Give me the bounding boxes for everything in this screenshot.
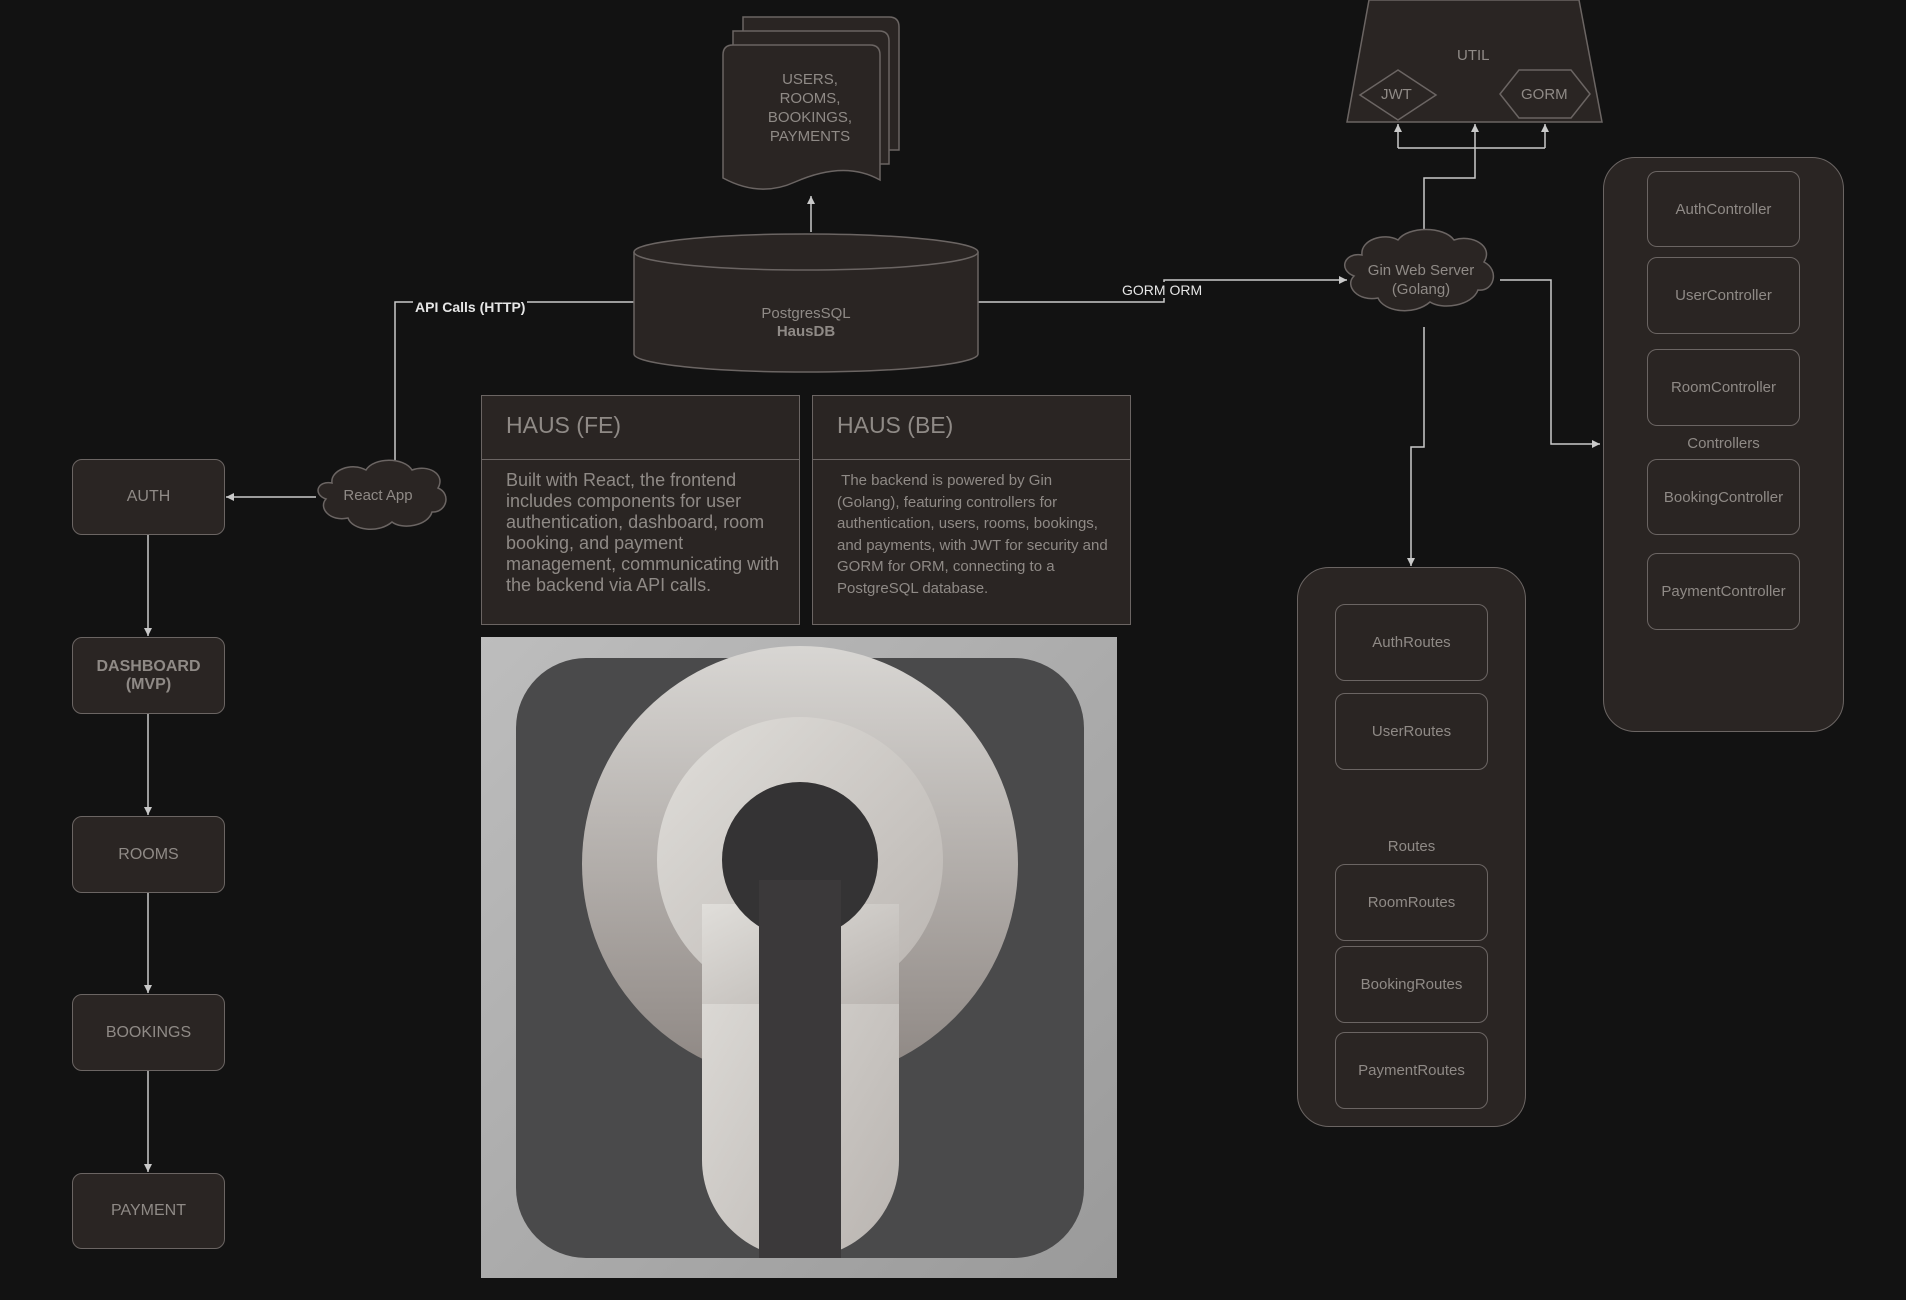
fe-card-body: Built with React, the frontend includes … [506,470,780,595]
bookings-node: BOOKINGS [72,994,225,1071]
util-title: UTIL [1457,47,1490,64]
controllers-label: Controllers [1687,435,1760,452]
be-card-title: HAUS (BE) [813,396,1130,460]
booking-controller: BookingController [1647,459,1800,535]
payment-routes: PaymentRoutes [1335,1032,1488,1109]
routes-label: Routes [1387,838,1436,855]
user-routes: UserRoutes [1335,693,1488,770]
dashboard-node: DASHBOARD (MVP) [72,637,225,714]
gorm-orm-label: GORM ORM [1120,282,1205,298]
gin-server-cloud [1344,228,1495,312]
auth-controller: AuthController [1647,171,1800,247]
edge-gin-controllers [1500,279,1600,448]
payment-controller: PaymentController [1647,553,1800,630]
gorm-label: GORM [1521,86,1568,103]
tables-document-stack [722,16,900,190]
be-card-body: The backend is powered by Gin (Golang), … [837,472,1112,597]
db-name: PostgresSQL [761,305,851,322]
edge-gin-routes [1407,327,1425,566]
gorm-hexagon [1499,69,1591,119]
payment-node: PAYMENT [72,1173,225,1249]
fe-card-title: HAUS (FE) [482,396,799,460]
fe-card: HAUS (FE) Built with React, the frontend… [481,395,800,625]
rooms-node: ROOMS [72,816,225,893]
edge-db-react [391,301,634,474]
auth-routes: AuthRoutes [1335,604,1488,681]
react-app-cloud [317,459,447,530]
auth-node: AUTH [72,459,225,535]
db-title: HausDB [776,323,836,340]
tables-doc-text: USERS, ROOMS, BOOKINGS, PAYMENTS [767,71,853,145]
room-routes: RoomRoutes [1335,864,1488,941]
gin-server-label: Gin Web Server (Golang) [1367,262,1475,298]
edge-gin-util [1423,124,1479,235]
room-controller: RoomController [1647,349,1800,426]
jwt-diamond [1358,69,1438,121]
controllers-group [1603,157,1844,732]
postgres-cylinder [633,233,979,373]
booking-routes: BookingRoutes [1335,946,1488,1023]
api-calls-label: API Calls (HTTP) [413,299,528,315]
user-controller: UserController [1647,257,1800,334]
be-card: HAUS (BE) The backend is powered by Gin … [812,395,1131,625]
keyhole-logo-icon [481,637,1117,1278]
jwt-label: JWT [1381,86,1412,103]
react-app-label: React App [343,487,413,504]
